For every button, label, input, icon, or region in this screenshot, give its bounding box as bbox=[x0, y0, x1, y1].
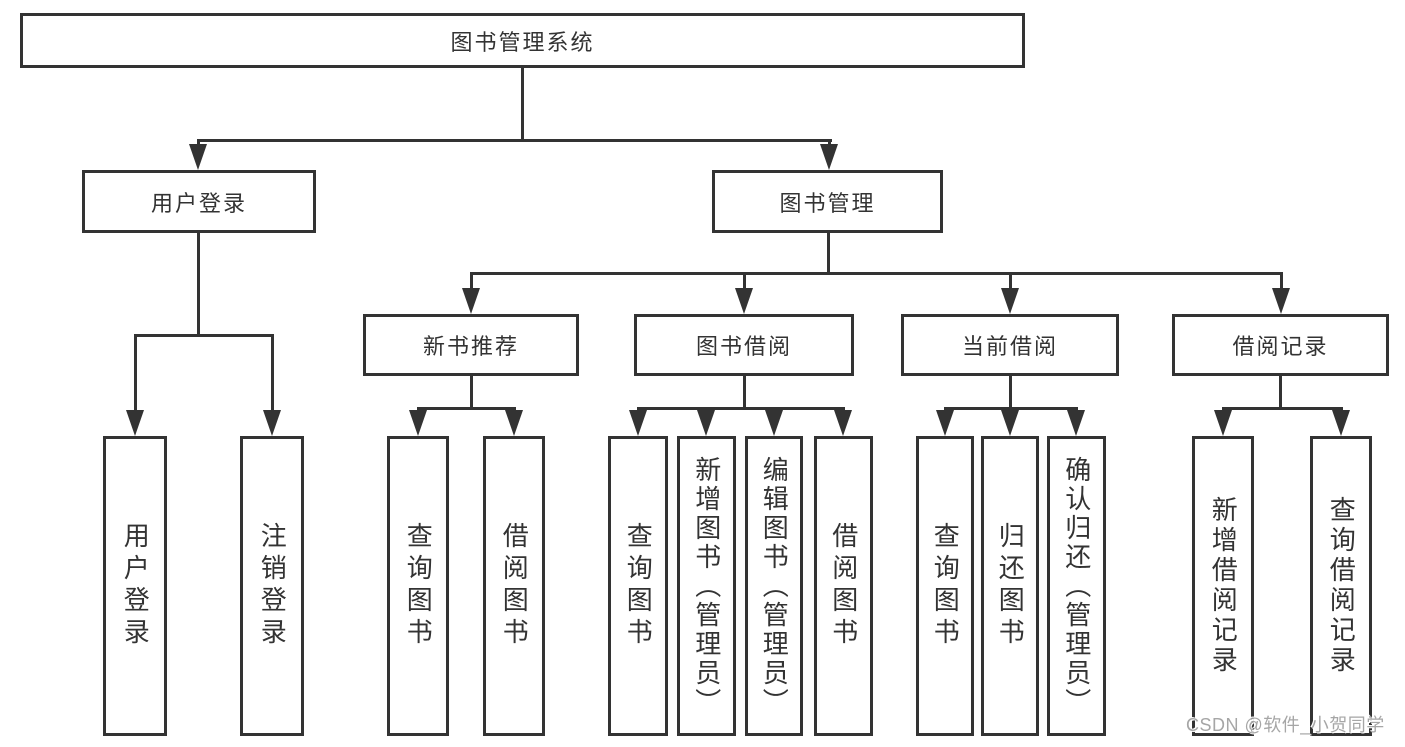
connector-login-drop bbox=[197, 233, 200, 336]
arrowhead-to-new-book-recommend bbox=[462, 288, 480, 314]
leaf-borrow-edit-books-admin: 编辑图书（管理员） bbox=[745, 436, 803, 736]
leaf-recommend-query-books-label: 查询图书 bbox=[403, 522, 434, 650]
arrowhead-to-borrow-add bbox=[697, 410, 715, 436]
leaf-recommend-borrow-books: 借阅图书 bbox=[483, 436, 545, 736]
leaf-borrow-borrow-books: 借阅图书 bbox=[814, 436, 873, 736]
node-book-borrow-label: 图书借阅 bbox=[695, 334, 792, 359]
connector-manage-stub-1 bbox=[470, 272, 473, 290]
connector-root-stub-right bbox=[828, 139, 831, 147]
leaf-current-return-books-label: 归还图书 bbox=[995, 522, 1026, 650]
connector-records-bar bbox=[1222, 407, 1342, 410]
leaf-current-query-books-label: 查询图书 bbox=[930, 522, 961, 650]
node-book-management: 图书管理 bbox=[712, 170, 943, 233]
connector-manage-bar bbox=[470, 272, 1282, 275]
leaf-records-query-record: 查询借阅记录 bbox=[1310, 436, 1372, 736]
node-new-book-recommend-label: 新书推荐 bbox=[422, 334, 519, 359]
leaf-user-login-label: 用户登录 bbox=[120, 522, 151, 650]
watermark: CSDN @软件_小贺同学 bbox=[1186, 715, 1385, 735]
arrowhead-to-book-management bbox=[820, 144, 838, 170]
connector-manage-stub-2 bbox=[743, 272, 746, 290]
node-new-book-recommend: 新书推荐 bbox=[363, 314, 579, 376]
leaf-recommend-query-books: 查询图书 bbox=[387, 436, 449, 736]
arrowhead-to-records-query bbox=[1332, 410, 1350, 436]
node-current-borrow-label: 当前借阅 bbox=[961, 334, 1058, 359]
connector-records-drop bbox=[1279, 376, 1282, 409]
leaf-borrow-query-books: 查询图书 bbox=[608, 436, 668, 736]
leaf-recommend-borrow-books-label: 借阅图书 bbox=[499, 522, 530, 650]
arrowhead-to-recommend-borrow bbox=[505, 410, 523, 436]
leaf-borrow-query-books-label: 查询图书 bbox=[623, 522, 654, 650]
leaf-borrow-add-books-admin-label: 新增图书（管理员） bbox=[691, 455, 722, 717]
node-root-system: 图书管理系统 bbox=[20, 13, 1025, 68]
arrowhead-to-leaf-user-login bbox=[126, 410, 144, 436]
connector-root-drop bbox=[521, 68, 524, 142]
arrowhead-to-current-return bbox=[1001, 410, 1019, 436]
connector-login-bar bbox=[134, 334, 274, 337]
leaf-records-add-record: 新增借阅记录 bbox=[1192, 436, 1254, 736]
leaf-records-query-record-label: 查询借阅记录 bbox=[1326, 496, 1357, 676]
arrowhead-to-recommend-query bbox=[409, 410, 427, 436]
arrowhead-to-records-add bbox=[1214, 410, 1232, 436]
leaf-current-query-books: 查询图书 bbox=[916, 436, 974, 736]
node-current-borrow: 当前借阅 bbox=[901, 314, 1119, 376]
connector-manage-stub-3 bbox=[1009, 272, 1012, 290]
connector-manage-drop bbox=[827, 233, 830, 275]
leaf-borrow-add-books-admin: 新增图书（管理员） bbox=[677, 436, 736, 736]
node-book-management-label: 图书管理 bbox=[779, 190, 876, 216]
connector-root-stub-left bbox=[197, 139, 200, 147]
connector-current-drop bbox=[1009, 376, 1012, 409]
connector-login-stub-1 bbox=[134, 334, 137, 412]
arrowhead-to-borrow-records bbox=[1272, 288, 1290, 314]
arrowhead-to-borrow-query bbox=[629, 410, 647, 436]
leaf-borrow-borrow-books-label: 借阅图书 bbox=[828, 522, 859, 650]
connector-recommend-drop bbox=[470, 376, 473, 409]
connector-root-bar bbox=[197, 139, 832, 142]
leaf-user-login: 用户登录 bbox=[103, 436, 167, 736]
connector-borrow-drop bbox=[743, 376, 746, 409]
node-borrow-records-label: 借阅记录 bbox=[1232, 334, 1329, 359]
leaf-borrow-edit-books-admin-label: 编辑图书（管理员） bbox=[759, 455, 790, 717]
arrowhead-to-current-confirm bbox=[1067, 410, 1085, 436]
leaf-records-add-record-label: 新增借阅记录 bbox=[1208, 496, 1239, 676]
connector-manage-stub-4 bbox=[1280, 272, 1283, 290]
arrowhead-to-user-login bbox=[189, 144, 207, 170]
leaf-logout-label: 注销登录 bbox=[257, 522, 288, 650]
arrowhead-to-borrow-borrow bbox=[834, 410, 852, 436]
leaf-logout: 注销登录 bbox=[240, 436, 304, 736]
node-user-login: 用户登录 bbox=[82, 170, 316, 233]
node-borrow-records: 借阅记录 bbox=[1172, 314, 1389, 376]
arrowhead-to-book-borrow bbox=[735, 288, 753, 314]
leaf-current-return-books: 归还图书 bbox=[981, 436, 1039, 736]
leaf-current-confirm-return-admin: 确认归还（管理员） bbox=[1047, 436, 1106, 736]
leaf-current-confirm-return-admin-label: 确认归还（管理员） bbox=[1061, 455, 1092, 717]
node-user-login-label: 用户登录 bbox=[150, 190, 247, 216]
connector-login-stub-2 bbox=[271, 334, 274, 412]
node-book-borrow: 图书借阅 bbox=[634, 314, 854, 376]
arrowhead-to-borrow-edit bbox=[765, 410, 783, 436]
connector-recommend-bar bbox=[417, 407, 516, 410]
arrowhead-to-current-borrow bbox=[1001, 288, 1019, 314]
connector-borrow-bar bbox=[637, 407, 844, 410]
node-root-label: 图书管理系统 bbox=[450, 29, 595, 55]
arrowhead-to-leaf-logout bbox=[263, 410, 281, 436]
arrowhead-to-current-query bbox=[936, 410, 954, 436]
